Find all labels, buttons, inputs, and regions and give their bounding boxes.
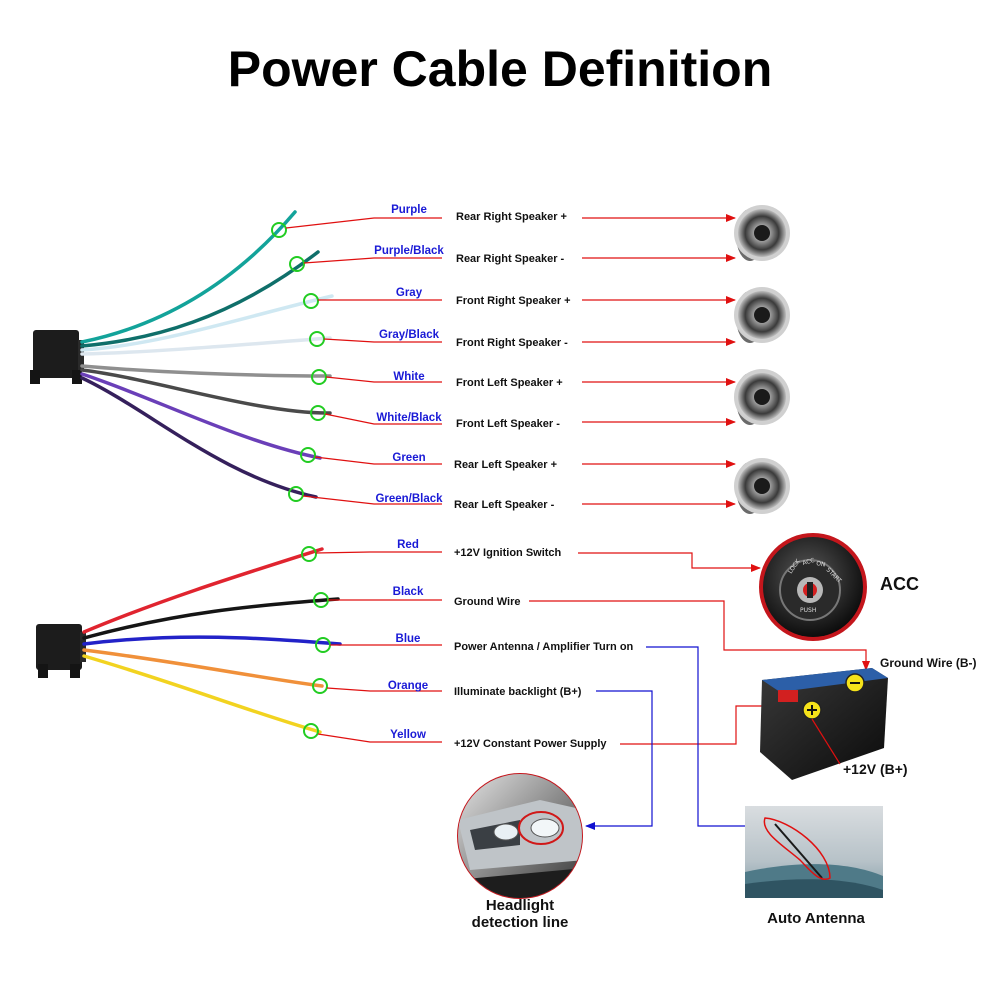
wire-function-label: Rear Right Speaker +	[456, 211, 567, 223]
wire-function-label: +12V Ignition Switch	[454, 547, 562, 559]
wire-function-label: Front Left Speaker -	[456, 418, 560, 430]
wire-function-label: Ground Wire	[454, 596, 521, 608]
speaker-wires	[80, 210, 334, 499]
backlight-arrow	[585, 690, 653, 830]
ignition-text: PUSH	[800, 607, 816, 614]
wire-marker	[310, 405, 326, 421]
speaker-harness-connector	[30, 330, 84, 384]
connector-line	[324, 413, 442, 425]
speaker-icon	[734, 287, 790, 343]
wire-marker	[303, 723, 319, 739]
speaker-icon	[734, 205, 790, 261]
wire-color-label: Purple/Black	[374, 245, 444, 257]
wire-marker	[289, 256, 305, 272]
wire-marker	[288, 486, 304, 502]
battery-icon	[760, 668, 888, 780]
wire-function-label: +12V Constant Power Supply	[454, 738, 607, 750]
connector-line	[303, 257, 442, 264]
wire-color-label: Black	[393, 586, 424, 598]
ignition-text: ACC	[802, 557, 816, 567]
wire-color-label: Blue	[396, 633, 421, 645]
wire-color-label: Green/Black	[375, 493, 443, 505]
wire-color-label: Yellow	[390, 729, 426, 741]
auto-antenna-image	[745, 806, 883, 898]
wire-function-label: Rear Left Speaker +	[454, 459, 557, 471]
headlight-caption: detection line	[472, 914, 569, 931]
power-wires	[82, 547, 342, 734]
wire-marker	[300, 447, 316, 463]
wire-marker	[271, 222, 287, 238]
acc-label: ACC	[880, 574, 919, 594]
connector-line	[325, 376, 442, 383]
connector-line	[317, 733, 442, 743]
wire-function-label: Front Right Speaker -	[456, 337, 568, 349]
wire-color-label: White/Black	[376, 412, 442, 424]
wire-function-label: Illuminate backlight (B+)	[454, 686, 582, 698]
connector-line	[315, 551, 442, 554]
positive-terminal-label: +12V (B+)	[843, 761, 908, 777]
antenna-arrow	[646, 646, 759, 830]
ground-wire-label: Ground Wire (B-)	[880, 656, 977, 670]
wire-function-label: Front Left Speaker +	[456, 377, 563, 389]
wire-color-label: Purple	[391, 204, 427, 216]
wire-marker	[301, 546, 317, 562]
wire-marker	[303, 293, 319, 309]
wire-marker	[315, 637, 331, 653]
page-title: Power Cable Definition	[228, 41, 773, 97]
headlight-icon	[457, 773, 583, 899]
speaker-wire-rows: Purple Rear Right Speaker + Purple/Black…	[271, 204, 571, 511]
wire-color-label: Orange	[388, 680, 428, 692]
wire-color-label: Green	[392, 452, 425, 464]
wire-function-label: Power Antenna / Amplifier Turn on	[454, 641, 634, 653]
auto-antenna-caption: Auto Antenna	[767, 910, 865, 927]
ignition-arrow	[578, 552, 761, 572]
ignition-switch-icon: LOCK ACC ON START PUSH	[759, 533, 867, 641]
ignition-text: ON	[816, 560, 826, 568]
positive-pointer-line	[811, 718, 841, 765]
wire-color-label: White	[393, 371, 424, 383]
wire-color-label: Gray	[396, 287, 423, 299]
wire-marker	[312, 678, 328, 694]
power-harness-connector	[36, 624, 86, 678]
speaker-icon	[734, 458, 790, 514]
wire-function-label: Rear Right Speaker -	[456, 253, 565, 265]
ground-arrow	[529, 600, 870, 671]
wire-color-label: Gray/Black	[379, 329, 440, 341]
connector-line	[302, 495, 442, 505]
speaker-icon	[734, 369, 790, 425]
wire-color-label: Red	[397, 539, 419, 551]
connector-line	[314, 456, 442, 465]
power-wire-rows: Red +12V Ignition Switch Black Ground Wi…	[301, 539, 634, 750]
headlight-caption: Headlight	[486, 897, 554, 914]
wire-function-label: Rear Left Speaker -	[454, 499, 555, 511]
connector-line	[326, 687, 442, 692]
speaker-arrows	[582, 214, 736, 508]
connector-line	[285, 217, 442, 229]
wire-function-label: Front Right Speaker +	[456, 295, 571, 307]
connector-line	[323, 338, 442, 343]
